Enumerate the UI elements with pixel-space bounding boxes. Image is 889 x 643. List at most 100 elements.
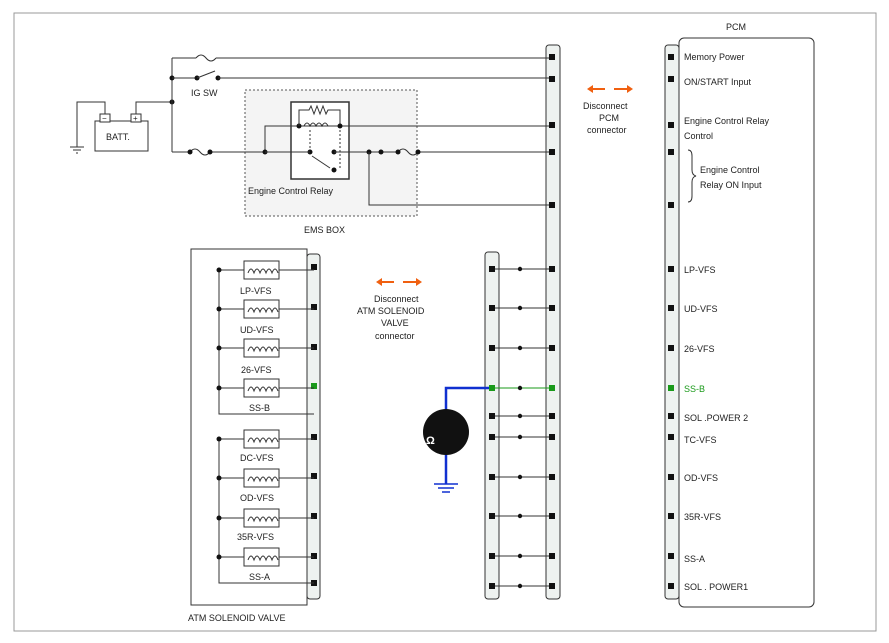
pcm-pin-label: SOL . POWER1 — [684, 582, 748, 592]
solenoid-label: UD-VFS — [240, 325, 274, 335]
solenoid-dc-vfs: DC-VFS — [216, 429, 314, 463]
pcm-connector-pin — [668, 553, 674, 559]
battery-label: BATT. — [106, 132, 130, 142]
battery-minus: − — [102, 114, 107, 123]
wire-node — [517, 305, 523, 311]
wire-node — [517, 474, 523, 480]
middle-connector-pin — [549, 54, 555, 60]
solenoid-connector-pin — [311, 304, 317, 310]
middle-connector-pin — [549, 553, 555, 559]
disconnect-pcm-line3: connector — [587, 125, 627, 135]
atm-connector-pin — [489, 413, 495, 419]
solenoid-label: OD-VFS — [240, 493, 274, 503]
ems-box-label: EMS BOX — [304, 225, 345, 235]
pcm-pin-label: Control — [684, 131, 713, 141]
solenoid-connector-pin — [311, 344, 317, 350]
solenoid-connector — [306, 253, 321, 600]
pcm-connector-pin — [668, 345, 674, 351]
pcm-pin-label: SOL .POWER 2 — [684, 413, 748, 423]
atm-connector-pin — [489, 385, 495, 391]
pcm-pin-label: Memory Power — [684, 52, 745, 62]
middle-connector-pin — [549, 434, 555, 440]
disconnect-atm-note: Disconnect ATM SOLENOID VALVE connector — [357, 278, 425, 341]
pcm-pin-label: 26-VFS — [684, 344, 715, 354]
ohmmeter: Ω — [423, 386, 492, 493]
solenoid-lp-vfs: LP-VFS — [216, 260, 314, 296]
pcm-pin-label: UD-VFS — [684, 304, 718, 314]
solenoid-label: 35R-VFS — [237, 532, 274, 542]
pcm-connector-pin — [668, 583, 674, 589]
battery: − + BATT. — [94, 113, 149, 152]
middle-connector-pin — [549, 122, 555, 128]
wire-node — [517, 553, 523, 559]
solenoid-connector-pin — [311, 553, 317, 559]
battery-plus: + — [133, 114, 138, 123]
solenoid-label: DC-VFS — [240, 453, 274, 463]
wire-node — [517, 513, 523, 519]
solenoid-connector-pin — [311, 513, 317, 519]
atm-connector-pin — [489, 434, 495, 440]
disconnect-atm-line4: connector — [375, 331, 415, 341]
atm-connector-pin — [489, 583, 495, 589]
middle-connector-pin — [549, 413, 555, 419]
relay-label: Engine Control Relay — [248, 186, 334, 196]
solenoid-od-vfs: OD-VFS — [216, 468, 314, 503]
atm-connector — [484, 251, 500, 600]
wire-node — [517, 345, 523, 351]
solenoid-35r-vfs: 35R-VFS — [216, 508, 314, 542]
middle-connector — [545, 44, 561, 600]
disconnect-atm-line1: Disconnect — [374, 294, 419, 304]
solenoid-ud-vfs: UD-VFS — [216, 299, 314, 335]
solenoid-connector-pin — [311, 383, 317, 389]
middle-connector-pin — [549, 266, 555, 272]
pcm-pin-label: LP-VFS — [684, 265, 716, 275]
solenoid-26-vfs: 26-VFS — [216, 338, 314, 375]
pcm-pin-label: TC-VFS — [684, 435, 717, 445]
pcm-connector-pin — [668, 202, 674, 208]
pcm-connector-pin — [668, 54, 674, 60]
solenoid-connector-pin — [311, 473, 317, 479]
middle-connector-pin — [549, 149, 555, 155]
atm-connector-pin — [489, 345, 495, 351]
ig-sw-label: IG SW — [191, 88, 218, 98]
pcm-pin-label: ON/START Input — [684, 77, 752, 87]
pcm-connector-pin — [668, 266, 674, 272]
middle-connector-pin — [549, 583, 555, 589]
solenoid-ss-b: SS-B — [216, 378, 314, 413]
atm-connector-pin — [489, 474, 495, 480]
solenoid-label: LP-VFS — [240, 286, 272, 296]
middle-connector-pin — [549, 474, 555, 480]
solenoid-label: SS-A — [249, 572, 270, 582]
disconnect-pcm-line2: PCM — [599, 113, 619, 123]
middle-connector-pin — [549, 345, 555, 351]
pcm-label: PCM — [726, 22, 746, 32]
common-wire-bottom — [218, 439, 314, 584]
atm-connector-pin — [489, 266, 495, 272]
atm-connector-pin — [489, 513, 495, 519]
middle-connector-pin — [549, 305, 555, 311]
middle-connector-pin — [549, 513, 555, 519]
pcm-connector-pin — [668, 513, 674, 519]
solenoid-ss-a: SS-A — [216, 547, 314, 582]
ohmmeter-symbol: Ω — [426, 435, 435, 447]
atm-connector-pin — [489, 305, 495, 311]
pcm-connector-pin — [668, 76, 674, 82]
disconnect-pcm-note: Disconnect PCM connector — [583, 85, 633, 135]
wire-node — [517, 385, 523, 391]
disconnect-pcm-line1: Disconnect — [583, 101, 628, 111]
middle-connector-pin — [549, 76, 555, 82]
wire-node — [517, 266, 523, 272]
wire-node — [517, 413, 523, 419]
pcm-pin-label: SS-B — [684, 384, 705, 394]
pcm-pin-label: Engine Control Relay — [684, 116, 770, 126]
pcm-connector — [664, 44, 680, 600]
pcm-pin-label: SS-A — [684, 554, 705, 564]
disconnect-atm-line3: VALVE — [381, 318, 409, 328]
atm-solenoid-valve-label: ATM SOLENOID VALVE — [188, 613, 286, 623]
wire-node — [517, 583, 523, 589]
pcm-connector-pin — [668, 385, 674, 391]
pcm-connector-pin — [668, 122, 674, 128]
atm-connector-pin — [489, 553, 495, 559]
